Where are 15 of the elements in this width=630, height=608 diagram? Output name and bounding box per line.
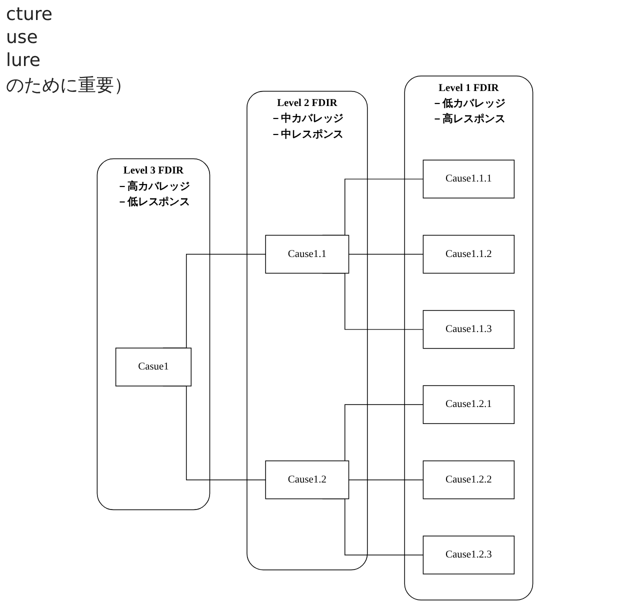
node-box: Cause1.2.2 [422,460,515,500]
note-text: lure [6,50,42,71]
node-box: Cause1.1.2 [422,234,515,274]
node-box: Casue1 [115,348,192,386]
connector [348,254,424,255]
note-text: のために重要） [6,74,132,97]
note-text: use [6,27,39,48]
node-box: Cause1.2.3 [422,536,515,574]
connector [348,479,424,480]
node-box: Cause1.2 [265,460,350,500]
node-box: Cause1.1.3 [422,310,515,349]
node-box: Cause1.2.1 [422,385,515,424]
node-box: Cause1.1.1 [422,160,515,198]
node-box: Cause1.1 [265,234,350,274]
note-text: cture [6,4,54,25]
